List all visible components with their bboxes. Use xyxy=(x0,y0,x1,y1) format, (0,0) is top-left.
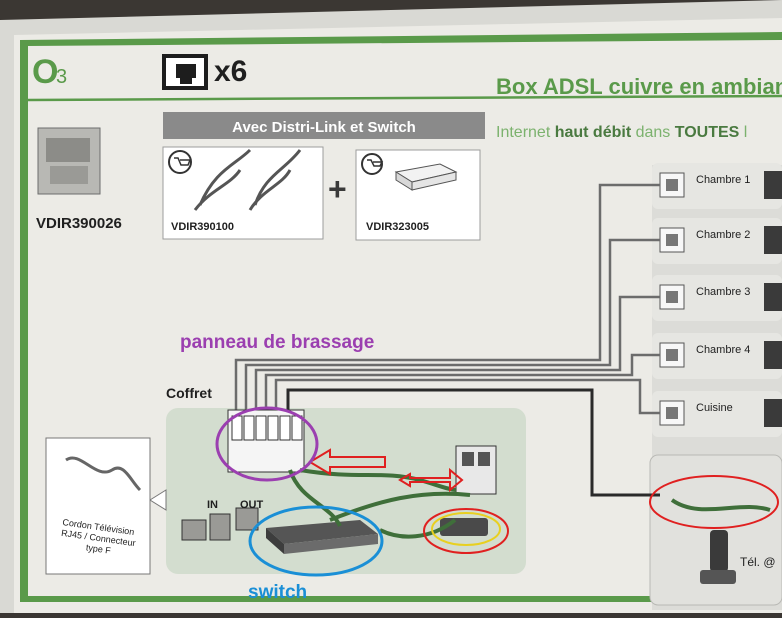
callout-line-3: type F xyxy=(85,542,112,555)
salon-red-highlight xyxy=(649,475,779,529)
salon-cable xyxy=(286,388,660,497)
red-arrow xyxy=(308,448,464,493)
switch-highlight xyxy=(248,505,384,577)
phone-icon xyxy=(700,530,736,584)
step-badge: O 3 xyxy=(32,53,67,91)
page-subtitle: Internet haut débit dans TOUTES l xyxy=(496,124,747,141)
in-label: IN xyxy=(207,499,218,511)
room-label: Cuisine xyxy=(696,402,733,414)
rj45-port-icon xyxy=(162,54,208,90)
product-a-ref: VDIR390100 xyxy=(171,221,234,233)
page-title: Box ADSL cuivre en ambiance xyxy=(496,74,782,99)
svg-text:O: O xyxy=(32,53,58,91)
coax-cable-icon xyxy=(65,456,142,492)
module-image xyxy=(37,127,101,195)
phone-label: Tél. @ xyxy=(740,555,776,569)
callout-box xyxy=(45,437,151,575)
switch-annotation: switch xyxy=(248,582,307,603)
room-label: Chambre 2 xyxy=(696,229,750,241)
room-label: Chambre 4 xyxy=(696,344,750,356)
enclosure-label: Coffret xyxy=(166,385,212,401)
patch-panel-annotation: panneau de brassage xyxy=(180,332,374,353)
cart-icon xyxy=(361,153,383,175)
rj45-socket-icon xyxy=(666,291,678,303)
computer-icon xyxy=(764,226,782,254)
kit-banner xyxy=(163,112,485,139)
room-label: Chambre 1 xyxy=(696,174,750,186)
rj45-socket-icon xyxy=(666,179,678,191)
patch-panel xyxy=(227,409,305,473)
patch-panel-highlight xyxy=(215,406,319,482)
computer-icon xyxy=(764,399,782,427)
computer-icon xyxy=(764,171,782,199)
plus-sign: + xyxy=(328,171,347,207)
cable-icon xyxy=(193,148,302,211)
port-count: x6 xyxy=(214,55,247,88)
svg-text:3: 3 xyxy=(56,66,67,88)
filter-red-highlight xyxy=(423,508,509,554)
out-label: OUT xyxy=(240,499,264,511)
filter-yellow-highlight xyxy=(431,512,501,546)
switch-device xyxy=(266,520,378,554)
computer-icon xyxy=(764,341,782,369)
room-cables xyxy=(234,183,660,415)
computer-icon xyxy=(764,283,782,311)
rj45-socket-icon xyxy=(666,407,678,419)
box-modem-unit xyxy=(455,445,497,495)
switch-icon xyxy=(411,171,457,191)
module-ref: VDIR390026 xyxy=(36,215,122,232)
rj45-socket-icon xyxy=(666,234,678,246)
product-b-ref: VDIR323005 xyxy=(366,221,429,233)
room-label: Chambre 3 xyxy=(696,286,750,298)
kit-banner-label: Avec Distri-Link et Switch xyxy=(232,119,416,136)
rj45-socket-icon xyxy=(666,349,678,361)
tv-splitter xyxy=(181,507,259,541)
